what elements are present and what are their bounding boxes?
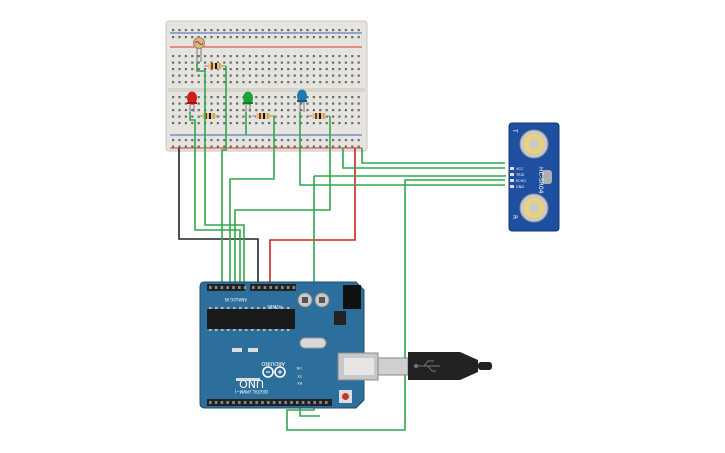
header-analog: [207, 284, 245, 291]
wire-sensor-trig: [314, 175, 506, 177]
sensor-pin-vcc: VCC: [516, 167, 524, 171]
wire-led-red: [189, 112, 241, 290]
wire-sensor-vcc: [342, 148, 505, 169]
wire-sensor-gnd: [361, 148, 505, 164]
analog-header-label: ANALOG IN: [225, 297, 247, 302]
sensor-r-label: R: [511, 215, 518, 219]
sensor-pin-gnd: GND: [516, 185, 524, 189]
wire-led-blue: [234, 116, 331, 290]
wire-led-green: [229, 116, 275, 290]
resistor-green[interactable]: [252, 113, 274, 119]
digital-header-label: DIGITAL (PWM~): [234, 389, 268, 394]
wire-ldr: [196, 62, 245, 290]
on-label: ON: [296, 366, 302, 370]
led-red[interactable]: [187, 91, 197, 113]
rx-label: RX: [297, 381, 302, 385]
led-green[interactable]: [243, 91, 253, 113]
sensor-pin-echo: ECHO: [516, 179, 526, 183]
power-header-label: POWER: [267, 304, 282, 309]
led-blue[interactable]: [297, 89, 307, 113]
wires[interactable]: [178, 62, 506, 431]
arduino-model: UNO: [239, 377, 264, 390]
wire-gnd-black: [178, 148, 259, 290]
sensor-pins: [510, 167, 514, 188]
sensor-t-label: T: [511, 128, 518, 133]
wire-sensor-echo: [300, 179, 505, 431]
power-jack: [343, 285, 361, 309]
wire-ldr-resistor: [221, 66, 227, 290]
photoresistor[interactable]: [193, 37, 205, 63]
sensor-model: HC-SR04: [537, 167, 544, 194]
arduino-board[interactable]: ANALOG IN POWER ARDUINO UNO TX RX: [199, 281, 379, 409]
usb-symbol-icon: [414, 360, 440, 372]
arduino-logo-icon: [262, 366, 286, 378]
resistor-blue[interactable]: [308, 113, 330, 119]
wire-5v-red: [269, 148, 356, 290]
arduino-brand: ARDUINO: [261, 360, 285, 366]
sensor-pin-trig: TRIG: [515, 173, 525, 177]
wire-blue-gnd: [299, 112, 505, 186]
ultrasonic-sensor[interactable]: VCC TRIG ECHO GND HC-SR04 T R: [508, 122, 560, 232]
usb-cable[interactable]: [377, 352, 492, 380]
microcontroller-chip: [207, 309, 295, 329]
header-power: [250, 284, 296, 291]
resistor-ldr[interactable]: [204, 63, 226, 69]
tx-label: TX: [297, 374, 303, 378]
